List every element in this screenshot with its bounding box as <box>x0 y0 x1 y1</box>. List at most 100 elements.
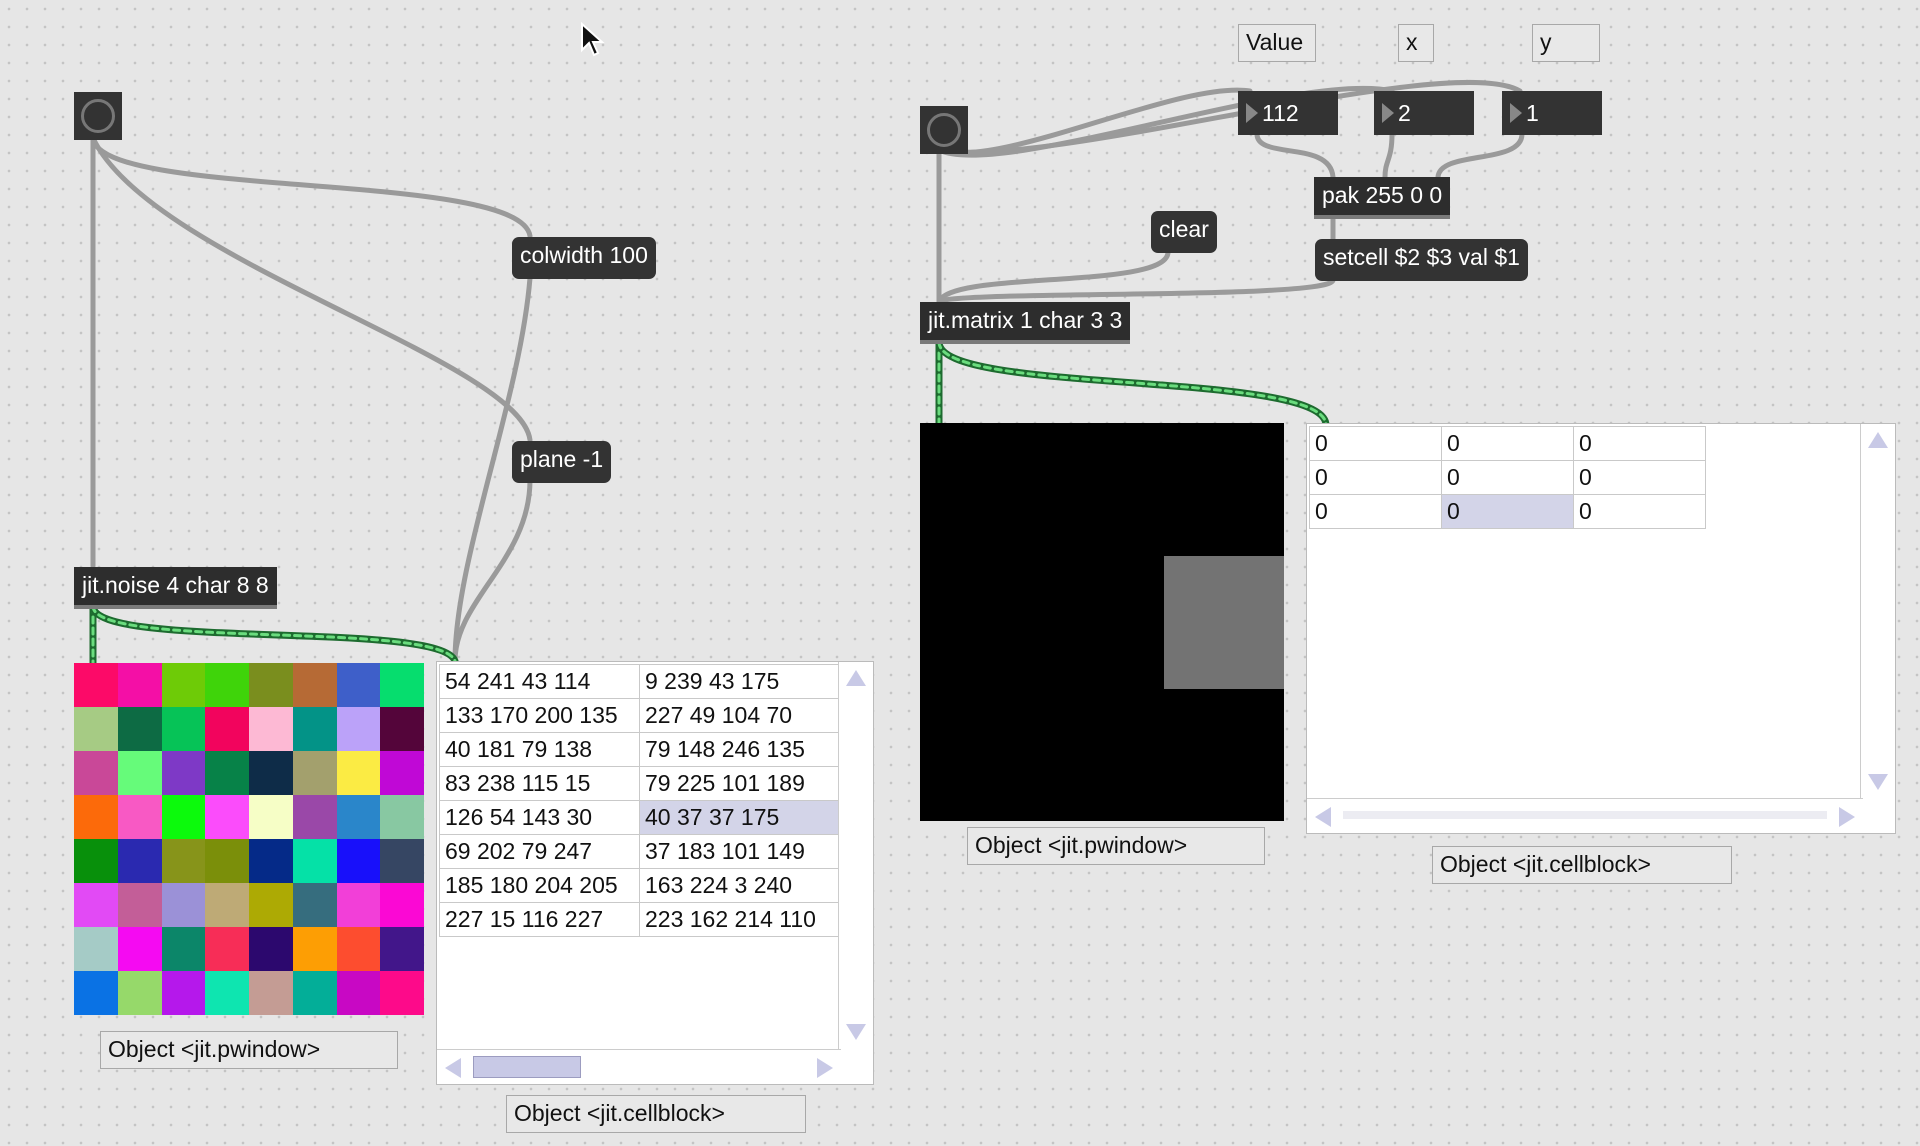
cellblock-right-cell[interactable]: 0 <box>1309 494 1442 529</box>
scroll-right-arrow-icon[interactable] <box>817 1058 833 1078</box>
cord-bang-x[interactable] <box>936 85 1395 158</box>
noise-pixel <box>117 839 162 883</box>
cellblock-left-cell[interactable]: 83 238 115 15 <box>439 766 640 801</box>
noise-pixel <box>380 707 424 751</box>
number-box-value[interactable]: 112 <box>1238 91 1338 135</box>
pak-object[interactable]: pak 255 0 0 <box>1314 177 1451 219</box>
cellblock-right-cell[interactable]: 0 <box>1573 494 1706 529</box>
cord-x-pak[interactable] <box>1382 131 1395 180</box>
cellblock-left-cell[interactable]: 54 241 43 114 <box>439 664 640 699</box>
noise-pixel <box>205 795 249 839</box>
colwidth-message[interactable]: colwidth 100 <box>512 237 656 279</box>
noise-pixel <box>292 707 337 751</box>
cellblock-left-cell[interactable]: 9 239 43 175 <box>639 664 840 699</box>
scroll-up-arrow-icon[interactable] <box>1868 432 1888 448</box>
cellblock-right-cell[interactable]: 0 <box>1441 460 1574 495</box>
noise-pixel <box>74 663 118 707</box>
cellblock-right-hscroll[interactable] <box>1307 798 1863 833</box>
scroll-up-arrow-icon[interactable] <box>846 670 866 686</box>
cellblock-left-cell[interactable]: 163 224 3 240 <box>639 868 840 903</box>
cellblock-left-vscroll[interactable] <box>838 662 873 1050</box>
cord-clear-matrix[interactable] <box>936 249 1171 305</box>
cellblock-right-cell[interactable]: 0 <box>1441 494 1574 529</box>
noise-pixel <box>292 927 337 971</box>
cellblock-right-cell[interactable]: 0 <box>1441 426 1574 461</box>
matrix-object[interactable]: jit.matrix 1 char 3 3 <box>920 302 1131 344</box>
cellblock-left-cell[interactable]: 40 37 37 175 <box>639 800 840 835</box>
cellblock-left-cell[interactable]: 133 170 200 135 <box>439 698 640 733</box>
cellblock-left-cell[interactable]: 69 202 79 247 <box>439 834 640 869</box>
cellblock-right-cell[interactable]: 0 <box>1309 460 1442 495</box>
cellblock-left-cell[interactable]: 79 148 246 135 <box>639 732 840 767</box>
noise-pixel <box>292 663 337 707</box>
number-box-x[interactable]: 2 <box>1374 91 1474 135</box>
noise-pixel <box>380 663 424 707</box>
noise-pixel <box>249 839 293 883</box>
cellblock-right-vscroll[interactable] <box>1860 424 1895 800</box>
hscroll-thumb[interactable] <box>473 1056 581 1078</box>
pwindow-noise-grid <box>74 663 424 1015</box>
noise-pixel <box>74 751 118 795</box>
noise-pixel <box>249 795 293 839</box>
cord-colwidth-cellblock[interactable] <box>452 275 533 664</box>
noise-pixel <box>205 971 249 1015</box>
bang-button-left[interactable] <box>74 92 122 140</box>
cellblock-left-cell[interactable]: 227 15 116 227 <box>439 902 640 937</box>
noise-pixel <box>161 883 206 927</box>
cellblock-right-cell[interactable]: 0 <box>1309 426 1442 461</box>
noise-pixel <box>249 971 293 1015</box>
pwindow-matrix-display[interactable] <box>920 423 1284 821</box>
noise-pixel <box>161 927 206 971</box>
setcell-message[interactable]: setcell $2 $3 val $1 <box>1315 239 1528 281</box>
number-triangle-icon <box>1246 103 1258 123</box>
pwindow-noise-display[interactable] <box>74 663 424 1015</box>
noise-pixel <box>249 927 293 971</box>
cellblock-left-hscroll[interactable] <box>437 1049 841 1084</box>
scroll-left-arrow-icon[interactable] <box>1315 807 1331 827</box>
cellblock-comment-right: Object <jit.cellblock> <box>1432 846 1732 884</box>
cord-value-pak[interactable] <box>1254 131 1336 180</box>
scroll-down-arrow-icon[interactable] <box>1868 774 1888 790</box>
noise-pixel <box>336 663 381 707</box>
noise-pixel <box>292 883 337 927</box>
noise-pixel <box>161 971 206 1015</box>
cord-plane-cellblock[interactable] <box>452 477 533 664</box>
noise-pixel <box>249 883 293 927</box>
number-box-y[interactable]: 1 <box>1502 91 1602 135</box>
cellblock-left-cell[interactable]: 185 180 204 205 <box>439 868 640 903</box>
cellblock-left-cell[interactable]: 79 225 101 189 <box>639 766 840 801</box>
cellblock-left-cell[interactable]: 227 49 104 70 <box>639 698 840 733</box>
cord-bang-colwidth[interactable] <box>90 135 533 239</box>
cellblock-left-cell[interactable]: 37 183 101 149 <box>639 834 840 869</box>
noise-object[interactable]: jit.noise 4 char 8 8 <box>74 567 277 609</box>
hscroll-track[interactable] <box>1343 811 1827 819</box>
noise-pixel <box>74 971 118 1015</box>
clear-message[interactable]: clear <box>1151 211 1217 253</box>
noise-pixel <box>292 795 337 839</box>
noise-pixel <box>74 707 118 751</box>
plane-message[interactable]: plane -1 <box>512 441 612 483</box>
noise-pixel <box>336 883 381 927</box>
cord-setcell-matrix[interactable] <box>936 277 1336 305</box>
cellblock-left-cell[interactable]: 126 54 143 30 <box>439 800 640 835</box>
cellblock-left-cell[interactable]: 40 181 79 138 <box>439 732 640 767</box>
noise-pixel <box>205 883 249 927</box>
cellblock-right-cell[interactable]: 0 <box>1573 426 1706 461</box>
cellblock-right-cell[interactable]: 0 <box>1573 460 1706 495</box>
cellblock-left-cell[interactable]: 223 162 214 110 <box>639 902 840 937</box>
scroll-right-arrow-icon[interactable] <box>1839 807 1855 827</box>
noise-pixel <box>336 927 381 971</box>
scroll-left-arrow-icon[interactable] <box>445 1058 461 1078</box>
cord-y-pak[interactable] <box>1435 131 1525 180</box>
noise-pixel <box>380 839 424 883</box>
scroll-down-arrow-icon[interactable] <box>846 1024 866 1040</box>
noise-pixel <box>336 707 381 751</box>
bang-button-right[interactable] <box>920 106 968 154</box>
noise-pixel <box>117 795 162 839</box>
